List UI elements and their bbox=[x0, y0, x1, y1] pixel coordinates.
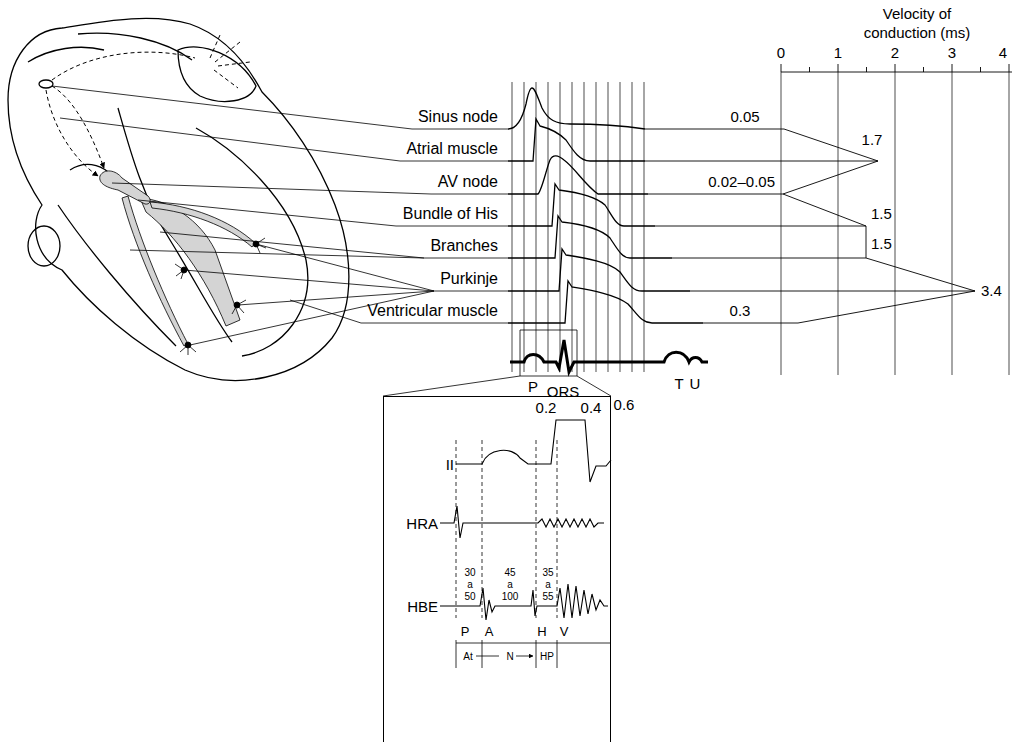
action-potential-trace bbox=[508, 249, 690, 291]
pathway-arrow bbox=[52, 86, 104, 168]
structure-label: Ventricular muscle bbox=[367, 302, 498, 320]
valve-ring bbox=[70, 164, 108, 172]
axis-tick: 3 bbox=[948, 44, 956, 61]
axis-tick: 2 bbox=[891, 44, 899, 61]
zoom-frame bbox=[520, 330, 577, 376]
velocity-plot bbox=[645, 64, 1012, 375]
interval-name: HP bbox=[540, 651, 554, 663]
pathway-line bbox=[52, 52, 195, 80]
velocity-value: 0.02–0.05 bbox=[708, 173, 775, 190]
ecg-wave-label: U bbox=[690, 375, 701, 392]
axis-title: Velocity of conduction (ms) bbox=[858, 4, 976, 42]
axis-tick: 0 bbox=[777, 44, 785, 61]
structure-label: AV node bbox=[438, 173, 498, 191]
spread-rays bbox=[210, 35, 250, 88]
leader-lines bbox=[52, 86, 508, 345]
deflection-label: A bbox=[485, 625, 494, 640]
velocity-value: 1.5 bbox=[871, 205, 892, 222]
lead-name: HRA bbox=[406, 515, 438, 532]
av-node-his bbox=[100, 171, 150, 204]
interval-arrows bbox=[476, 656, 533, 657]
left-atrium bbox=[178, 47, 256, 102]
deflection-label: V bbox=[560, 625, 569, 640]
leader-line bbox=[290, 300, 508, 323]
axis-tick: 1 bbox=[834, 44, 842, 61]
scale-value: 0.2 bbox=[536, 399, 557, 416]
interval-range: 35 a 55 bbox=[542, 567, 553, 603]
purkinje-fibres bbox=[175, 238, 266, 355]
scale-value: 0.6 bbox=[614, 396, 635, 413]
internodal-pathways bbox=[46, 35, 250, 176]
action-potential-trace bbox=[508, 88, 645, 129]
action-potentials bbox=[508, 88, 703, 323]
atrium-roof bbox=[78, 33, 192, 60]
velocity-value: 0.3 bbox=[730, 302, 751, 319]
velocity-row-lines bbox=[645, 161, 975, 291]
purkinje-rays bbox=[175, 238, 266, 355]
interval-name: N bbox=[506, 651, 513, 663]
lead-name: HBE bbox=[407, 598, 438, 615]
structure-label: Branches bbox=[430, 237, 498, 255]
ecg-wave-label: T bbox=[674, 375, 683, 392]
ventricle-wall bbox=[58, 205, 176, 346]
action-potential-trace bbox=[508, 216, 672, 258]
heart-outline bbox=[8, 18, 349, 380]
structure-label: Purkinje bbox=[440, 270, 498, 288]
axis-tick: 4 bbox=[999, 44, 1007, 61]
conduction-system bbox=[100, 171, 255, 346]
interval-name: At bbox=[463, 651, 472, 663]
velocity-value: 1.5 bbox=[871, 235, 892, 252]
lead-trace bbox=[456, 420, 611, 482]
deflection-label: H bbox=[537, 625, 546, 640]
structure-label: Bundle of His bbox=[403, 205, 498, 223]
action-potential-trace bbox=[508, 281, 703, 323]
scale-value: 0.4 bbox=[581, 399, 602, 416]
ecg-complex-label: ORS bbox=[547, 383, 580, 400]
event-markers bbox=[456, 440, 557, 618]
ecg-trace bbox=[510, 340, 708, 372]
lead-trace bbox=[440, 506, 604, 538]
pathway-arrow bbox=[46, 90, 98, 176]
structure-label: Atrial muscle bbox=[406, 140, 498, 158]
deflection-label: P bbox=[461, 625, 470, 640]
leader-line bbox=[184, 244, 508, 345]
left-branch bbox=[150, 202, 255, 247]
lead-name: II bbox=[446, 456, 454, 473]
structure-label: Sinus node bbox=[418, 108, 498, 126]
left-branch bbox=[140, 198, 240, 326]
intracardiac-traces bbox=[440, 420, 611, 620]
leader-line bbox=[130, 232, 508, 258]
velocity-value: 1.7 bbox=[862, 131, 883, 148]
axis-ticks bbox=[781, 64, 1009, 72]
action-potential-trace bbox=[508, 119, 645, 161]
velocity-axis bbox=[781, 72, 1012, 73]
sinus-node-shape bbox=[39, 80, 53, 88]
interval-range: 45 a 100 bbox=[502, 567, 519, 603]
velocity-grid bbox=[781, 72, 1009, 375]
action-potential-trace bbox=[508, 156, 648, 194]
vena-cava bbox=[28, 226, 60, 266]
inset-panel: 0.2 0.4II HRA HBE 30 a 50 45 a 100 35 a 55 PA HV… bbox=[383, 396, 611, 742]
interval-bracket bbox=[456, 640, 611, 668]
ecg-wave-label: P bbox=[528, 378, 538, 395]
interval-range: 30 a 50 bbox=[464, 567, 475, 603]
velocity-value: 3.4 bbox=[981, 282, 1002, 299]
time-grid bbox=[512, 82, 644, 372]
velocity-value: 0.05 bbox=[730, 108, 759, 125]
heart-drawing bbox=[8, 18, 349, 380]
velocity-line bbox=[645, 129, 975, 323]
leader-line bbox=[52, 86, 508, 129]
leader-line bbox=[138, 200, 508, 226]
action-potential-trace bbox=[508, 184, 655, 226]
